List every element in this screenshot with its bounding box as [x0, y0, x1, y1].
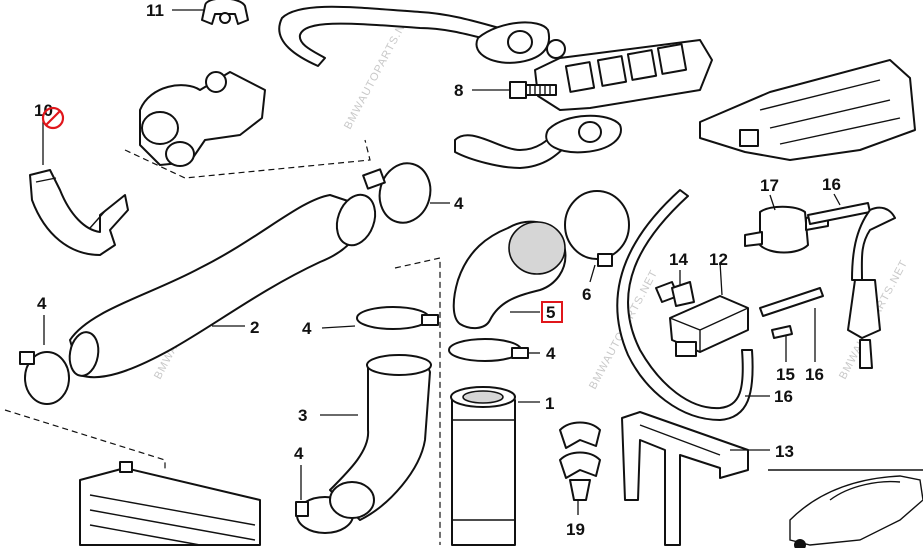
callout-16-b[interactable]: 16: [805, 365, 824, 384]
callout-17[interactable]: 17: [760, 176, 779, 195]
callout-16-c[interactable]: 16: [774, 387, 793, 406]
tube-16a: [807, 202, 871, 225]
part-2-hose: [68, 193, 377, 379]
callout-19[interactable]: 19: [566, 520, 585, 539]
callout-4-f[interactable]: 4: [294, 444, 304, 463]
intercooler: [79, 461, 261, 546]
part-1-pipe: [450, 386, 516, 546]
callout-4-c[interactable]: 4: [37, 294, 47, 313]
callout-8[interactable]: 8: [454, 81, 463, 100]
car-thumbnail: [768, 469, 923, 548]
leader-lines: [42, 9, 841, 515]
callout-12[interactable]: 12: [709, 250, 728, 269]
tube-16b: [759, 287, 824, 317]
watermarks: BMWAUTOPARTS.NET BMWAUTOPARTS.NET BMWAUT…: [152, 8, 910, 392]
part-5-elbow: [452, 220, 567, 330]
exhaust-manifold: [534, 39, 713, 111]
clamp-a: [378, 162, 432, 224]
callout-11[interactable]: 11: [146, 1, 164, 20]
dashed-guides: [4, 139, 441, 545]
part-11-clamp: [201, 0, 249, 25]
lower-pipe: [454, 114, 622, 169]
clamp-c: [356, 306, 430, 330]
intake-manifold: [699, 59, 916, 161]
callouts: 11 8 10 4 17 16 14 12 6 5 4 2 4 4 4 15 1…: [34, 1, 841, 539]
hose-clamps: [19, 162, 630, 534]
upper-oil-pipe: [278, 5, 566, 67]
part-16-vacuum-hose: [616, 189, 754, 421]
callout-5[interactable]: 5: [546, 303, 555, 322]
callout-4-a[interactable]: 4: [454, 194, 464, 213]
part-12-valve: [655, 281, 793, 357]
part-8-bolt: [509, 81, 557, 99]
callout-10[interactable]: 10: [34, 101, 53, 120]
part-19-clips: [559, 421, 601, 501]
clamp-d: [448, 338, 522, 362]
clamp-b: [24, 351, 70, 405]
callout-13[interactable]: 13: [775, 442, 794, 461]
clamp-6: [564, 190, 630, 260]
callout-1[interactable]: 1: [545, 394, 554, 413]
part-10-bracket: [29, 169, 129, 256]
callout-4-d[interactable]: 4: [302, 319, 312, 338]
callout-4-b[interactable]: 4: [546, 344, 556, 363]
unavailable-icon: [41, 106, 65, 130]
callout-6[interactable]: 6: [582, 285, 591, 304]
highlight-box: [541, 301, 563, 323]
callout-16-a[interactable]: 16: [822, 175, 841, 194]
callout-15[interactable]: 15: [776, 365, 795, 384]
callout-3[interactable]: 3: [298, 406, 307, 425]
callout-2[interactable]: 2: [250, 318, 259, 337]
callout-14[interactable]: 14: [669, 250, 688, 269]
turbocharger: [139, 71, 266, 167]
part-13-bracket: [621, 411, 749, 546]
part-3-hose: [329, 354, 432, 521]
part-17-filter: [744, 202, 896, 369]
